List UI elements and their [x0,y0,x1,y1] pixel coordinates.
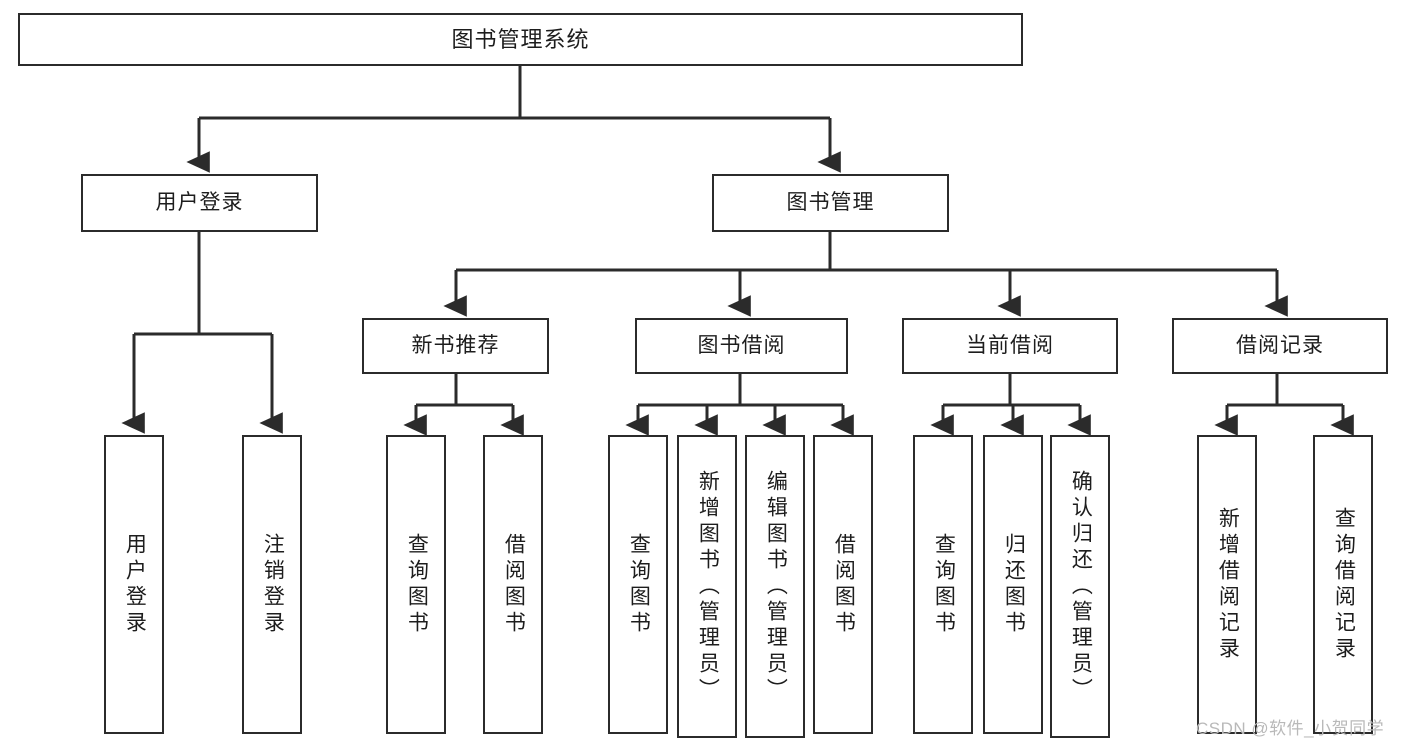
node-leaf-return-book[interactable]: 归还图书 [983,435,1043,734]
node-leaf-confirm-return[interactable]: 确认归还（管理员） [1050,435,1110,738]
node-leaf-logout[interactable]: 注销登录 [242,435,302,734]
node-leaf-borrow-book-2-label: 借阅图书 [832,532,856,637]
node-user-login[interactable]: 用户登录 [81,174,318,232]
node-leaf-query-book-3-label: 查询图书 [932,532,956,637]
node-leaf-query-borrow-record[interactable]: 查询借阅记录 [1313,435,1373,734]
node-book-manage-label: 图书管理 [786,190,875,214]
node-leaf-add-book-label: 新增图书（管理员） [696,469,720,704]
node-root[interactable]: 图书管理系统 [18,13,1023,66]
node-leaf-query-book-2-label: 查询图书 [627,532,651,637]
node-book-borrow-label: 图书借阅 [697,333,786,357]
node-leaf-query-book-1-label: 查询图书 [405,532,429,637]
node-root-label: 图书管理系统 [451,26,590,52]
node-leaf-borrow-book-2[interactable]: 借阅图书 [813,435,873,734]
node-leaf-confirm-return-label: 确认归还（管理员） [1069,469,1093,704]
node-leaf-add-borrow-record-label: 新增借阅记录 [1216,506,1240,663]
node-leaf-logout-label: 注销登录 [261,532,285,637]
node-leaf-return-book-label: 归还图书 [1002,532,1026,637]
node-leaf-query-book-2[interactable]: 查询图书 [608,435,668,734]
node-leaf-borrow-book-1-label: 借阅图书 [502,532,526,637]
node-leaf-edit-book[interactable]: 编辑图书（管理员） [745,435,805,738]
node-leaf-user-login[interactable]: 用户登录 [104,435,164,734]
node-user-login-label: 用户登录 [155,190,244,214]
node-leaf-user-login-label: 用户登录 [123,532,147,637]
node-current-borrow-label: 当前借阅 [966,333,1054,357]
node-new-book-recommendation[interactable]: 新书推荐 [362,318,549,374]
node-current-borrow[interactable]: 当前借阅 [902,318,1118,374]
node-leaf-query-book-3[interactable]: 查询图书 [913,435,973,734]
node-leaf-add-borrow-record[interactable]: 新增借阅记录 [1197,435,1257,734]
node-borrow-record-label: 借阅记录 [1236,333,1324,357]
node-leaf-add-book[interactable]: 新增图书（管理员） [677,435,737,738]
node-book-borrow[interactable]: 图书借阅 [635,318,848,374]
node-leaf-edit-book-label: 编辑图书（管理员） [764,469,788,704]
node-leaf-query-borrow-record-label: 查询借阅记录 [1332,506,1356,663]
node-borrow-record[interactable]: 借阅记录 [1172,318,1388,374]
node-leaf-borrow-book-1[interactable]: 借阅图书 [483,435,543,734]
node-book-manage[interactable]: 图书管理 [712,174,949,232]
node-new-book-recommendation-label: 新书推荐 [411,333,500,357]
csdn-watermark: CSDN @软件_小贺同学 [1196,719,1385,738]
node-leaf-query-book-1[interactable]: 查询图书 [386,435,446,734]
